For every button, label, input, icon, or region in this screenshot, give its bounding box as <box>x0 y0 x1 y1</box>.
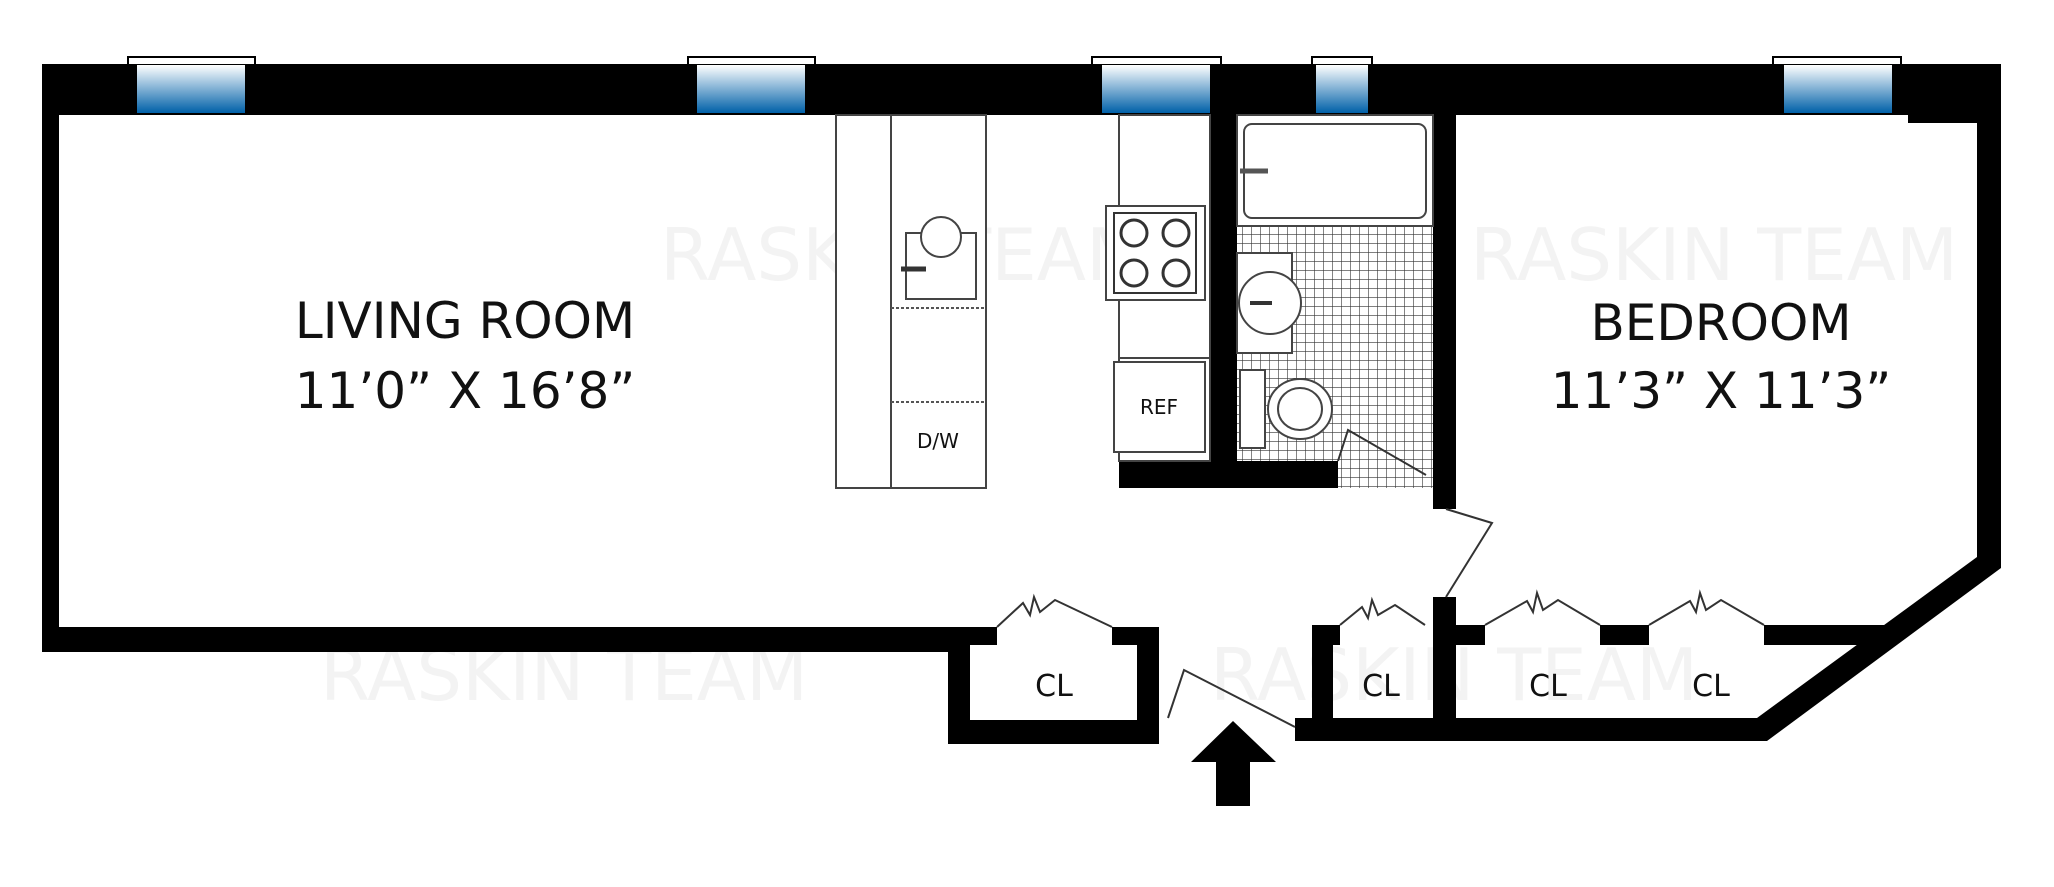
bathroom <box>1236 114 1434 449</box>
living-room-name: LIVING ROOM <box>295 292 635 350</box>
bathroom-sink-icon <box>1236 252 1302 354</box>
window <box>1311 56 1373 113</box>
window <box>127 56 256 113</box>
entrance-door <box>1167 668 1296 728</box>
closet-label: CL <box>1529 669 1567 704</box>
closet-door <box>996 593 1113 628</box>
dishwasher-label: D/W <box>917 429 959 453</box>
doors <box>996 428 1765 728</box>
refrigerator: REF <box>1113 361 1206 453</box>
closet-door <box>1339 596 1426 626</box>
window <box>1091 56 1222 113</box>
bedroom-door <box>1445 508 1494 598</box>
bathroom-door <box>1337 428 1427 476</box>
closet-label: CL <box>1035 669 1073 704</box>
svg-text:REF: REF <box>1140 395 1178 419</box>
window <box>1772 56 1902 113</box>
bedroom-name: BEDROOM <box>1591 294 1852 352</box>
kitchen-sink-icon <box>901 216 977 300</box>
svg-text:RASKIN TEAM: RASKIN TEAM <box>1470 213 1958 297</box>
kitchen-counter: D/W <box>835 114 987 489</box>
closet-label: CL <box>1362 669 1400 704</box>
kitchen-right: REF <box>1105 114 1211 462</box>
closet-door <box>1648 589 1765 626</box>
entrance-arrow-icon <box>1191 721 1276 806</box>
bathtub-icon <box>1236 114 1434 227</box>
living-room-dimensions: 11’0” X 16’8” <box>295 362 636 420</box>
closet-label: CL <box>1692 669 1730 704</box>
closet-door <box>1484 589 1601 626</box>
bedroom-dimensions: 11’3” X 11’3” <box>1551 362 1892 420</box>
toilet-icon <box>1239 369 1333 449</box>
walls <box>42 64 2001 744</box>
windows <box>127 56 1902 113</box>
window <box>687 56 816 113</box>
stove-icon <box>1105 205 1206 301</box>
